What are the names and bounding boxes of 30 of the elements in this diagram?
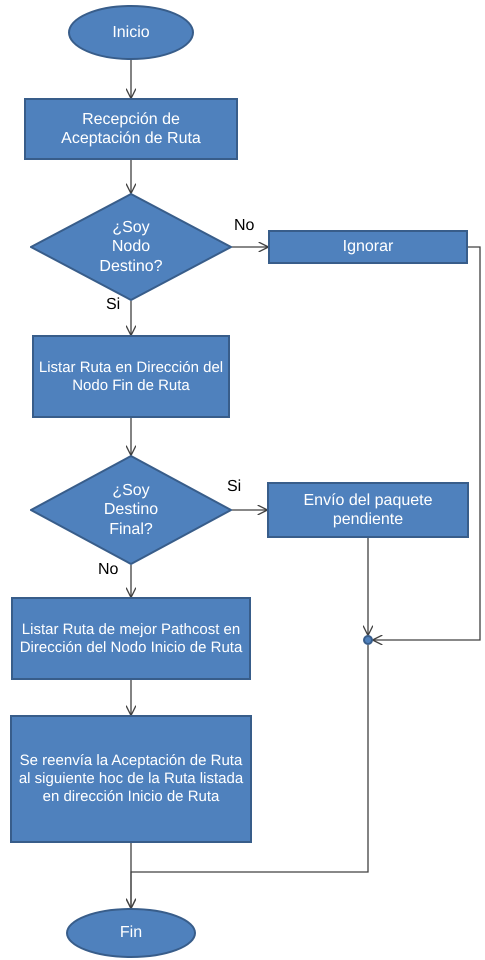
arrow [125,565,137,598]
process-box [10,715,252,843]
junction-dot [363,635,373,645]
node-label: Recepción de Aceptación de Ruta [60,110,202,148]
node-label: Fin [120,923,142,943]
process-box [32,335,230,418]
process-box [24,98,238,160]
process-box [268,230,468,264]
node-label: Se reenvía la Aceptación de Ruta al siguiente hoc de la Ruta listada en dirección Inicio de Ruta [18,752,244,806]
arrow [125,60,137,100]
arrow [362,538,374,636]
arrow [125,418,137,456]
process-box [267,482,469,538]
node-label: ¿Soy Destino Final? [102,481,160,539]
arrow [232,504,268,516]
arrow [125,301,137,336]
arrow [125,645,369,910]
node-label: Listar Ruta de mejor Pathcost en Dirección del Nodo Inicio de Ruta [18,620,244,656]
node-label: Listar Ruta en Dirección del Nodo Fin de Ruta [38,358,224,394]
process-box [11,597,251,680]
arrow [125,680,137,716]
arrow [232,241,270,253]
node-label: Ignorar [342,237,394,257]
arrow [125,160,137,194]
terminal-ellipse [68,5,194,60]
node-label: Envío del paquete pendiente [302,490,434,530]
node-label: Inicio [112,22,150,42]
node-label: ¿Soy Nodo Destino? [98,218,164,276]
arrow [372,246,481,646]
terminal-ellipse [66,908,196,958]
